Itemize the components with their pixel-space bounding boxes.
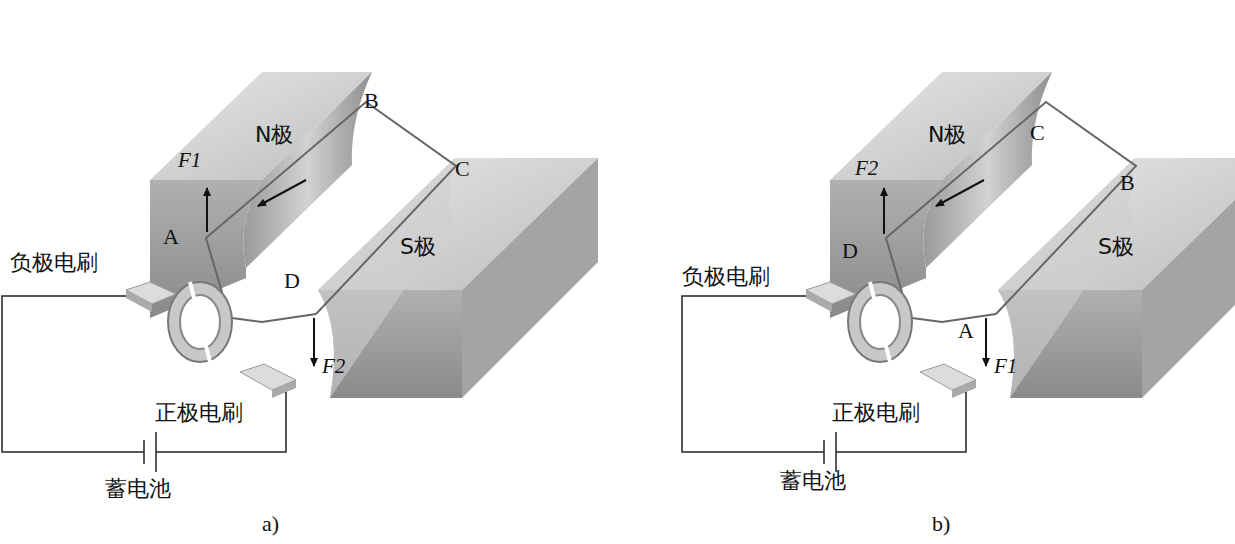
panel-caption: b) (932, 513, 950, 535)
current-arrow (936, 180, 984, 206)
force-label: F2 (322, 356, 345, 377)
point-label: D (284, 270, 300, 292)
pole-label: S极 (1098, 236, 1134, 258)
brush-label: 正极电刷 (155, 402, 243, 424)
brush-label: 负极电刷 (682, 266, 770, 288)
point-label: C (455, 158, 470, 180)
point-label: A (163, 226, 179, 248)
point-label: A (958, 320, 974, 342)
point-label: C (1030, 122, 1045, 144)
force-arrow (206, 188, 208, 232)
current-arrow (258, 180, 306, 206)
force-arrow (313, 318, 315, 366)
brush-label: 负极电刷 (10, 252, 98, 274)
force-arrow (985, 318, 987, 366)
battery-label: 蓄电池 (780, 470, 846, 492)
brush-label: 正极电刷 (832, 402, 920, 424)
panel-caption: a) (262, 513, 279, 535)
force-label: F2 (855, 158, 878, 179)
pole-label: S极 (400, 236, 436, 258)
force-label: F1 (994, 356, 1017, 377)
battery-label: 蓄电池 (105, 478, 171, 500)
force-label: F1 (178, 150, 201, 171)
point-label: B (364, 90, 379, 112)
point-label: B (1120, 172, 1135, 194)
pole-label: N极 (255, 124, 293, 146)
force-arrow (883, 188, 885, 234)
pole-label: N极 (928, 124, 966, 146)
point-label: D (842, 240, 858, 262)
